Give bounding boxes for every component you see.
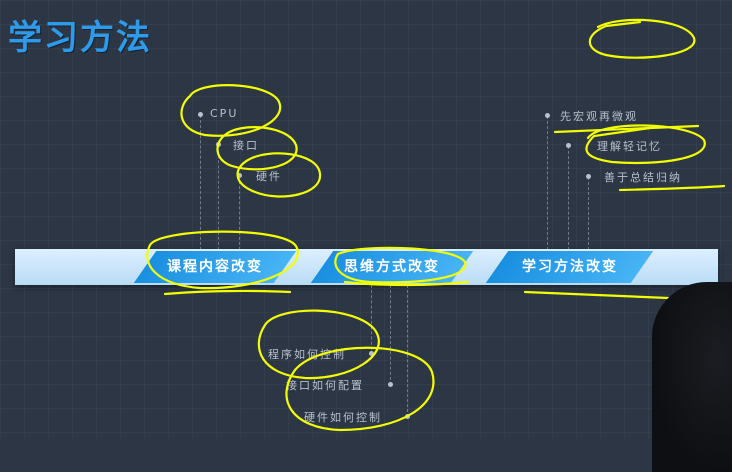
bullet-dot <box>237 173 242 178</box>
label-interface: 接口 <box>233 139 259 152</box>
bullet-dot <box>566 143 571 148</box>
connector-line <box>568 146 569 250</box>
label-macro-to-micro: 先宏观再微观 <box>560 110 638 123</box>
ink-circle-interface <box>216 126 298 171</box>
page-title: 学习方法 <box>8 18 152 58</box>
bullet-dot <box>545 113 550 118</box>
connector-line <box>200 115 201 250</box>
ink-circle-thinking <box>334 246 467 284</box>
ink-circle-program <box>257 309 380 380</box>
bullet-dot <box>369 351 374 356</box>
label-hardware-control: 硬件如何控制 <box>304 411 382 424</box>
label-understand-over-memorize: 理解轻记忆 <box>597 140 662 153</box>
connector-line <box>371 285 372 355</box>
ink-circle-top-right <box>588 18 696 59</box>
ink-underline-right-1 <box>553 124 700 134</box>
handwriting-annotations <box>146 18 726 432</box>
bullet-dot <box>586 174 591 179</box>
label-summarize: 善于总结归纳 <box>604 171 682 184</box>
connector-line <box>407 285 408 417</box>
ink-circle-cpu <box>180 84 282 137</box>
connector-line <box>547 116 548 250</box>
bullet-dot <box>388 382 393 387</box>
label-interface-config: 接口如何配置 <box>286 379 364 392</box>
ink-underline-thinking <box>343 280 470 287</box>
ink-circle-understand <box>585 124 706 165</box>
label-program-control: 程序如何控制 <box>268 348 346 361</box>
connector-line <box>218 145 219 250</box>
ink-circle-hardware <box>236 152 322 198</box>
ink-underline-method <box>523 290 670 300</box>
label-hardware: 硬件 <box>256 170 282 183</box>
ink-underline-summarize <box>618 184 726 192</box>
ink-circle-course <box>146 230 299 290</box>
connector-line <box>390 285 391 385</box>
connector-line <box>588 177 589 250</box>
presenter-silhouette <box>652 282 732 472</box>
label-cpu: CPU <box>210 107 239 120</box>
ink-circle-hardware-control <box>285 346 435 432</box>
ink-underline-course <box>163 289 292 296</box>
connector-line <box>239 176 240 250</box>
bullet-dot <box>198 112 203 117</box>
background-grid <box>0 0 732 438</box>
